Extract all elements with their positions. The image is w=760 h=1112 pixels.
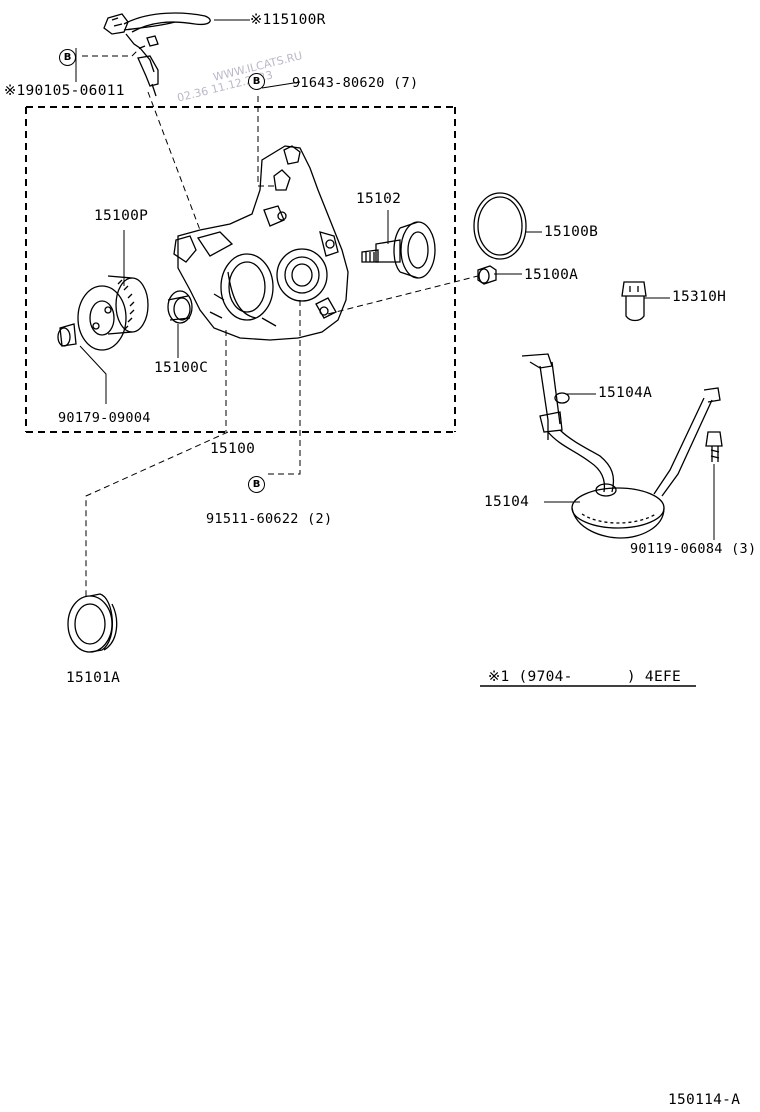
- leader-lines: [75, 19, 715, 540]
- footnote-applicability: ※1 (9704- ) 4EFE: [488, 669, 682, 685]
- callout-91643-80620: 91643-80620 (7): [292, 75, 419, 91]
- callout-15104: 15104: [484, 494, 530, 510]
- b-marker-top-left: B: [59, 49, 76, 66]
- assembly-group-box: [25, 106, 456, 433]
- drive-rotor-drawing: [57, 275, 149, 351]
- oil-pump-body-drawing: [173, 145, 349, 341]
- oil-seal-drawing: [67, 593, 118, 653]
- b-marker-top: B: [248, 73, 265, 90]
- pressure-switch-drawing: [621, 281, 647, 322]
- relief-valve-drawing: [361, 221, 436, 279]
- callout-90179-09004: 90179-09004: [58, 410, 151, 426]
- oil-strainer-drawing: [521, 353, 721, 539]
- callout-15310H: 15310H: [672, 289, 727, 305]
- callout-90119-06084: 90119-06084 (3): [630, 541, 757, 557]
- plug-drawing: [477, 265, 497, 285]
- callout-15100P: 15100P: [94, 208, 149, 224]
- oil-pressure-sensor-harness-drawing: [103, 12, 211, 97]
- callout-15100A: 15100A: [524, 267, 579, 283]
- driven-rotor-drawing: [167, 290, 193, 324]
- callout-15104A: 15104A: [598, 385, 653, 401]
- callout-190105-06011: ※190105-06011: [4, 83, 125, 99]
- callout-15100: 15100: [210, 441, 256, 457]
- callout-15101A: 15101A: [66, 670, 121, 686]
- callout-15102: 15102: [356, 191, 402, 207]
- callout-15100C: 15100C: [154, 360, 209, 376]
- dashed-reference-lines: [82, 47, 479, 600]
- callout-115100R: ※115100R: [250, 12, 326, 28]
- bolt-drawing: [705, 431, 723, 462]
- callout-91511-60622: 91511-60622 (2): [206, 511, 333, 527]
- b-marker-bottom: B: [248, 476, 265, 493]
- figure-id: 150114-A: [668, 1092, 741, 1108]
- callout-15100B: 15100B: [544, 224, 599, 240]
- o-ring-drawing: [473, 192, 527, 260]
